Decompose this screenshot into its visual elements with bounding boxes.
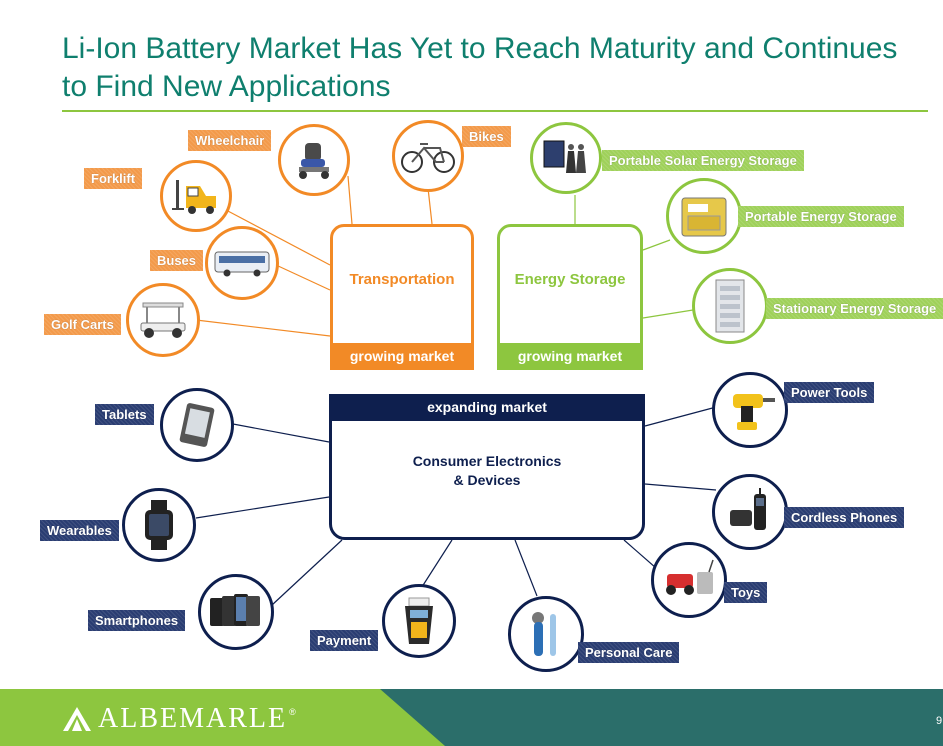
golf-carts-label: Golf Carts xyxy=(44,314,121,335)
connector-forklift xyxy=(225,209,331,266)
connector-wearables xyxy=(195,496,330,519)
consumer-title: Consumer Electronics & Devices xyxy=(412,453,562,488)
forklift-circle xyxy=(160,160,232,232)
portable-energy-circle xyxy=(666,178,742,254)
transportation-status: growing market xyxy=(330,343,474,370)
toys-label: Toys xyxy=(724,582,768,603)
portable-energy-label: Portable Energy Storage xyxy=(738,206,904,227)
smartphones-circle xyxy=(198,574,274,650)
forklift-label: Forklift xyxy=(84,168,143,189)
cordless-phones-label: Cordless Phones xyxy=(784,507,905,528)
connector-wheelchair xyxy=(347,175,353,225)
buses-label: Buses xyxy=(150,250,204,271)
connector-personal-care xyxy=(514,539,538,597)
payment-circle xyxy=(382,584,456,658)
power-tools-circle xyxy=(712,372,788,448)
connector-smartphones xyxy=(271,539,343,606)
tablets-circle xyxy=(160,388,234,462)
tablet-icon xyxy=(179,403,215,447)
smartwatch-icon xyxy=(145,500,173,550)
cordless-phone-icon xyxy=(730,488,766,530)
golf-cart-icon xyxy=(140,302,186,338)
golf-carts-circle xyxy=(126,283,200,357)
power-drill-icon xyxy=(733,394,775,430)
energy-storage-title: Energy Storage xyxy=(514,271,626,288)
wheelchair-label: Wheelchair xyxy=(188,130,272,151)
connector-stationary xyxy=(642,309,694,319)
forklift-icon xyxy=(172,180,216,214)
stationary-energy-label: Stationary Energy Storage xyxy=(766,298,943,319)
payment-terminal-icon xyxy=(405,597,433,644)
transportation-hub: Transportation growing market xyxy=(330,224,474,370)
wearables-label: Wearables xyxy=(40,520,119,541)
payment-label: Payment xyxy=(310,630,379,651)
connector-tablets xyxy=(232,423,330,443)
connector-payment xyxy=(419,539,453,591)
personal-care-circle xyxy=(508,596,584,672)
logo-wordmark: ALBEMARLE xyxy=(98,703,288,734)
page-title: Li-Ion Battery Market Has Yet to Reach M… xyxy=(62,32,898,103)
cordless-phones-circle xyxy=(712,474,788,550)
smartphones-label: Smartphones xyxy=(88,610,186,631)
connector-golf-carts xyxy=(195,319,331,337)
power-tools-label: Power Tools xyxy=(784,382,875,403)
consumer-hub: expanding market Consumer Electronics & … xyxy=(329,394,645,540)
page-number: 9 xyxy=(936,715,943,727)
albemarle-logo: ALBEMARLE ® xyxy=(62,703,296,735)
wearables-circle xyxy=(122,488,196,562)
footer-teal-band xyxy=(380,689,943,746)
solar-panel-icon xyxy=(543,140,586,173)
bike-icon xyxy=(401,143,455,173)
buses-circle xyxy=(205,226,279,300)
tablets-label: Tablets xyxy=(95,404,154,425)
bus-icon xyxy=(214,251,270,277)
toy-car-icon xyxy=(666,559,714,595)
consumer-status: expanding market xyxy=(329,394,645,421)
albemarle-mark-icon xyxy=(63,707,91,731)
connector-bikes xyxy=(427,187,433,225)
title-divider xyxy=(62,110,928,112)
toys-circle xyxy=(651,542,727,618)
wheelchair-icon xyxy=(299,143,329,179)
energy-storage-hub: Energy Storage growing market xyxy=(497,224,643,370)
energy-storage-status: growing market xyxy=(497,343,643,370)
bikes-label: Bikes xyxy=(462,126,511,147)
battery-case-icon xyxy=(681,197,727,237)
portable-solar-circle xyxy=(530,122,602,194)
portable-solar-label: Portable Solar Energy Storage xyxy=(602,150,804,171)
personal-care-label: Personal Care xyxy=(578,642,680,663)
smartphone-icon xyxy=(210,594,260,626)
connector-power-tools xyxy=(644,405,721,427)
bikes-circle xyxy=(392,120,464,192)
stationary-energy-circle xyxy=(692,268,768,344)
logo-registered: ® xyxy=(289,707,296,717)
footer-bar: ALBEMARLE ® 9 xyxy=(0,689,943,746)
shaver-icon xyxy=(532,612,556,656)
wheelchair-circle xyxy=(278,124,350,196)
connector-cordless xyxy=(644,483,717,491)
connector-portable-energy xyxy=(642,239,671,251)
connector-buses xyxy=(275,264,331,291)
server-cabinet-icon xyxy=(715,279,745,333)
transportation-title: Transportation xyxy=(349,271,455,288)
